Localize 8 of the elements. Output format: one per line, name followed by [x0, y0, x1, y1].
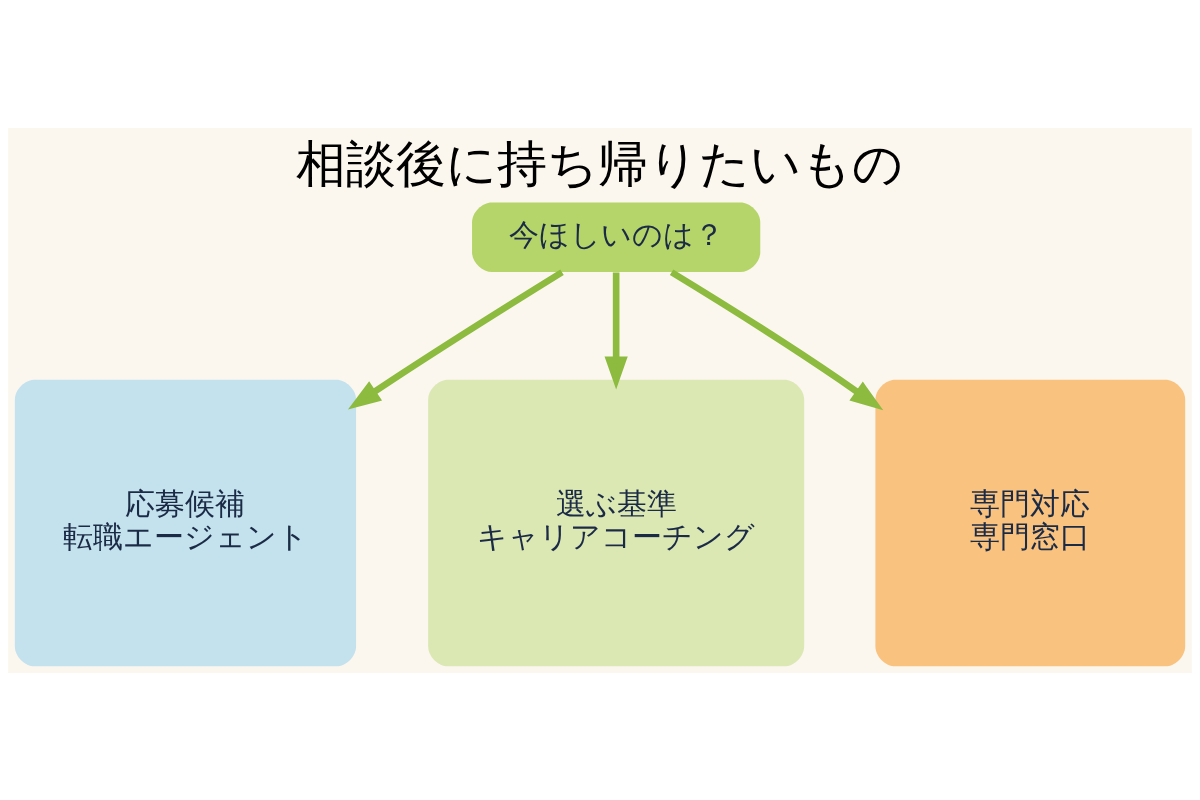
node-box: 今ほしいのは？	[472, 202, 761, 272]
diagram-title: 相談後に持ち帰りたいもの	[296, 134, 904, 193]
node-box: 選ぶ基準 キャリアコーチング	[428, 379, 805, 666]
arrow	[669, 268, 884, 410]
node-box: 専門対応 専門窓口	[875, 379, 1186, 666]
arrow	[604, 272, 628, 390]
node-box: 応募候補 転職エージェント	[14, 379, 357, 666]
arrow	[347, 268, 564, 409]
